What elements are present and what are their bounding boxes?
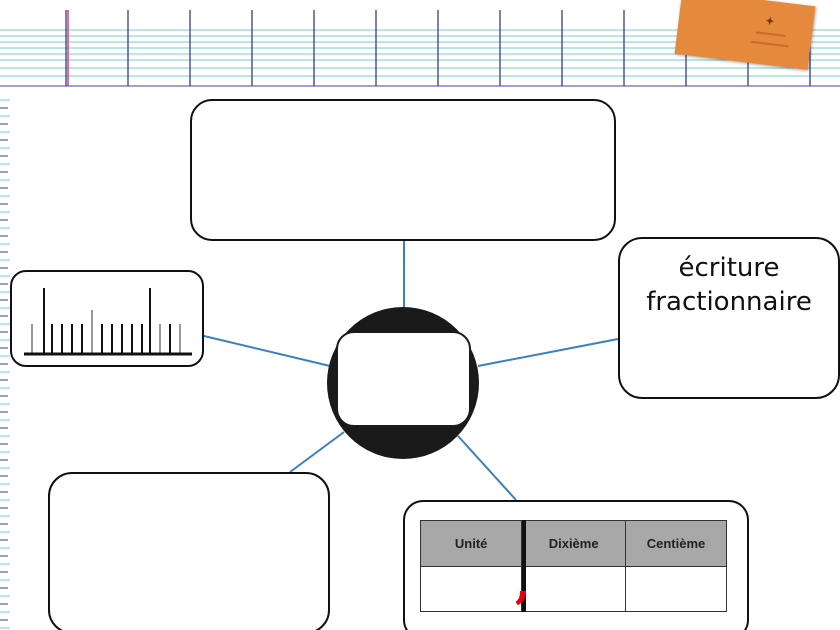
place-value-table: Unité Dixième Centième [419, 520, 727, 612]
table-header-row: Unité Dixième Centième [419, 520, 727, 567]
decimal-comma: , [515, 558, 531, 609]
cell-dixieme [521, 566, 626, 612]
connector-left [203, 335, 331, 367]
cell-centieme [625, 566, 727, 612]
fraction-notation-box: écriture fractionnaire [618, 237, 840, 399]
fraction-notation-label: écriture fractionnaire [646, 253, 812, 317]
connector-bottom-left [289, 431, 345, 473]
cell-unite [419, 566, 523, 612]
center-node-box [336, 331, 471, 427]
blank-box-top [190, 99, 616, 241]
header-centieme: Centième [625, 520, 727, 567]
ruler-scale-icon [24, 288, 192, 356]
connector-bottom-right [457, 435, 517, 501]
ruler-scale-box [10, 270, 204, 367]
header-dixieme: Dixième [521, 520, 626, 567]
blank-box-bottom-left [48, 472, 330, 630]
connector-right [477, 338, 619, 367]
header-unite: Unité [419, 520, 523, 567]
table-row [419, 566, 727, 612]
decimal-separator-bar [522, 520, 526, 612]
